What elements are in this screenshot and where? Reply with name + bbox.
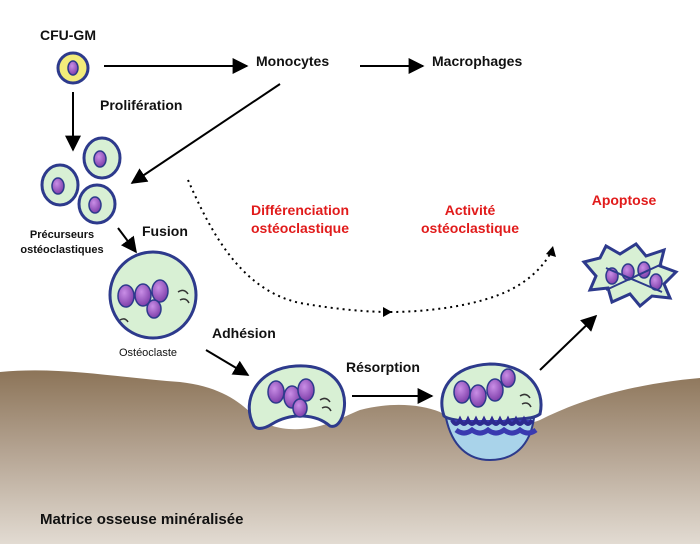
osteoclast-cell: [108, 250, 198, 340]
macrophages-label: Macrophages: [432, 53, 522, 69]
differenciation-label-line1: Différenciation: [251, 202, 349, 218]
arrow-fusion: [117, 227, 137, 254]
cfu-gm-cell: [56, 51, 90, 85]
bone-matrix: [0, 370, 700, 544]
resorbing-osteoclast: [440, 362, 543, 462]
dotted-curve-arrowhead-1: [383, 307, 392, 317]
proliferation-label: Prolifération: [100, 97, 182, 113]
adherent-osteoclast: [247, 364, 347, 430]
activite-label-line2: ostéoclastique: [421, 220, 519, 236]
bone-matrix-label: Matrice osseuse minéralisée: [40, 511, 243, 528]
dotted-curve-arrowhead-2: [546, 246, 556, 257]
activite-label-line1: Activité: [445, 202, 496, 218]
arrow-monocytes-to-precursors: [130, 83, 281, 184]
apoptotic-cell: [581, 242, 679, 309]
arrow-adhesion: [205, 349, 250, 376]
osteoclaste-label: Ostéoclaste: [119, 347, 177, 359]
differenciation-label-line2: ostéoclastique: [251, 220, 349, 236]
apoptose-label: Apoptose: [592, 192, 657, 208]
monocytes-label: Monocytes: [256, 53, 329, 69]
precurseurs-label-line1: Précurseurs: [30, 229, 94, 241]
fusion-label: Fusion: [142, 223, 188, 239]
dotted-differentiation-curve: [187, 179, 553, 314]
adhesion-label: Adhésion: [212, 325, 276, 341]
precursor-cells: [40, 136, 122, 225]
cfu-gm-label: CFU-GM: [40, 27, 96, 43]
precurseurs-label-line2: ostéoclastiques: [20, 244, 103, 256]
resorption-label: Résorption: [346, 359, 420, 375]
arrow-to-apoptosis: [539, 314, 598, 371]
